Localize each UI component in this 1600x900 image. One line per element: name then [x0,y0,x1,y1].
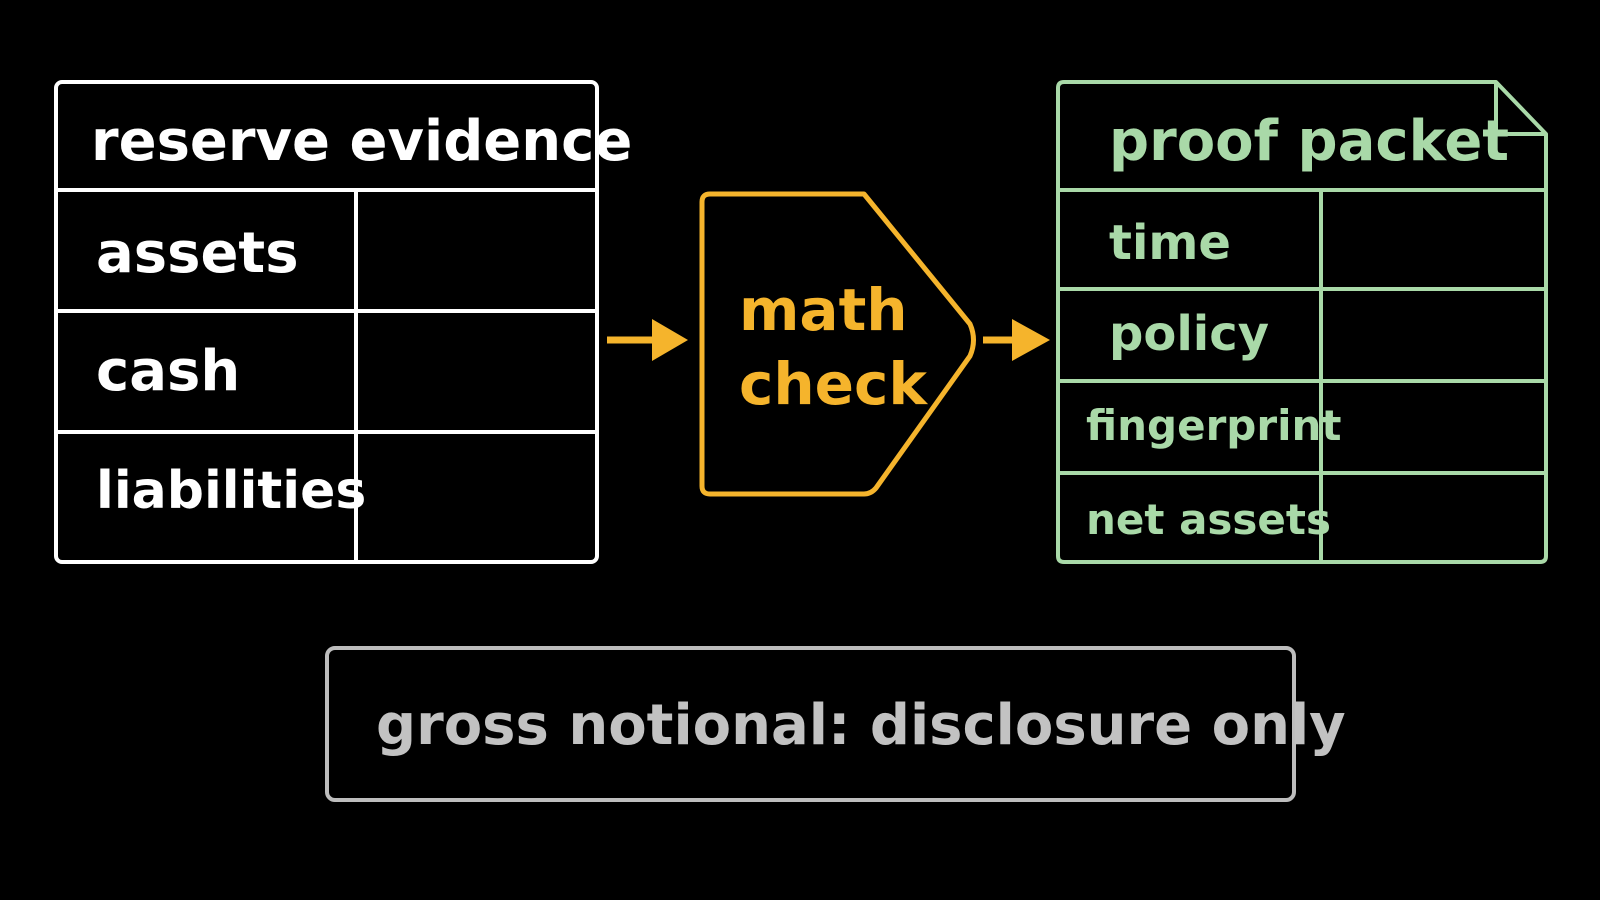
reserve-evidence-title: reserve evidence [91,109,632,174]
reserve-evidence-frame [54,80,599,564]
reserve-evidence-table: reserve evidence assets cash liabilities [54,80,632,564]
reserve-evidence-row-label: liabilities [96,461,366,521]
reserve-evidence-row-label: cash [96,339,240,404]
math-check-step: math check [699,191,976,497]
disclosure-note: gross notional: disclosure only [325,646,1346,802]
disclosure-note-frame [325,646,1296,802]
proof-packet-title: proof packet [1109,109,1509,174]
proof-packet-corner-fold [1494,82,1546,136]
math-check-shape [699,191,976,497]
disclosure-note-text: gross notional: disclosure only [376,693,1346,758]
math-check-label-line2: check [739,350,928,418]
arrow-to-proof-packet [983,319,1050,361]
math-check-label-line1: math [739,276,908,344]
proof-packet-row-label: net assets [1086,495,1331,544]
proof-packet-row-label: policy [1109,306,1269,362]
arrow-to-math-check [607,319,688,361]
proof-packet-row-label: time [1109,215,1231,271]
proof-packet-table: proof packet time policy fingerprint net… [1056,80,1548,564]
proof-packet-frame [1056,80,1548,564]
proof-packet-row-label: fingerprint [1086,401,1341,450]
reserve-evidence-row-label: assets [96,221,299,286]
